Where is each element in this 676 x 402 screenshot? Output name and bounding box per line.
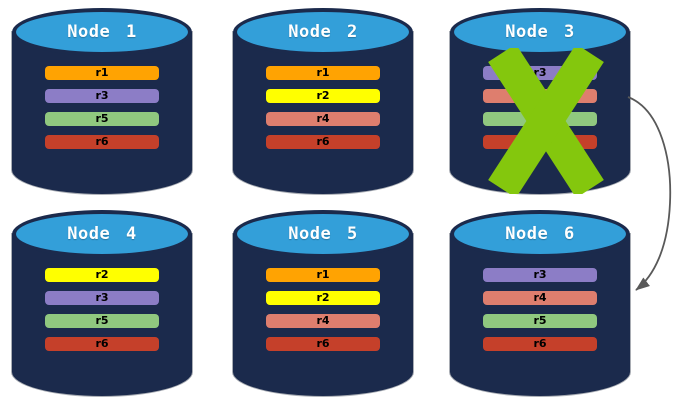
replica-list: r1 r2 r4 r6 [266, 66, 380, 149]
replica-bar: r3 [483, 268, 597, 282]
replica-list: r2 r3 r5 r6 [45, 268, 159, 351]
cylinder-top: Node 4 [12, 210, 192, 258]
replica-bar: r5 [483, 314, 597, 328]
failover-arrow-icon [627, 96, 672, 291]
replica-bar: r4 [266, 112, 380, 126]
replica-bar: r6 [45, 337, 159, 351]
node-4: Node 4 r2 r3 r5 r6 [12, 210, 192, 396]
cylinder-top: Node 3 [450, 8, 630, 56]
replica-bar: r2 [266, 291, 380, 305]
cylinder-top: Node 1 [12, 8, 192, 56]
node-2: Node 2 r1 r2 r4 r6 [233, 8, 413, 194]
node-1: Node 1 r1 r3 r5 r6 [12, 8, 192, 194]
failure-cross-icon [488, 48, 604, 194]
node-title: Node 6 [505, 224, 575, 244]
replica-bar: r5 [45, 112, 159, 126]
replica-bar: r5 [45, 314, 159, 328]
replica-bar: r3 [45, 89, 159, 103]
cylinder-top: Node 6 [450, 210, 630, 258]
node-title: Node 4 [67, 224, 137, 244]
replica-bar: r6 [45, 135, 159, 149]
replica-bar: r2 [266, 89, 380, 103]
node-title: Node 5 [288, 224, 358, 244]
node-title: Node 2 [288, 22, 358, 42]
replica-bar: r1 [266, 66, 380, 80]
node-title: Node 3 [505, 22, 575, 42]
replica-bar: r6 [266, 337, 380, 351]
node-5: Node 5 r1 r2 r4 r6 [233, 210, 413, 396]
node-6: Node 6 r3 r4 r5 r6 [450, 210, 630, 396]
replica-bar: r4 [483, 291, 597, 305]
replica-bar: r6 [266, 135, 380, 149]
replica-bar: r2 [45, 268, 159, 282]
replica-list: r1 r3 r5 r6 [45, 66, 159, 149]
replica-bar: r1 [45, 66, 159, 80]
replica-list: r3 r4 r5 r6 [483, 268, 597, 351]
node-3: Node 3 r3 r4 r5 r6 [450, 8, 630, 194]
replica-bar: r1 [266, 268, 380, 282]
cylinder-top: Node 5 [233, 210, 413, 258]
replica-bar: r6 [483, 337, 597, 351]
node-title: Node 1 [67, 22, 137, 42]
cylinder-top: Node 2 [233, 8, 413, 56]
replica-bar: r3 [45, 291, 159, 305]
replica-list: r1 r2 r4 r6 [266, 268, 380, 351]
replica-bar: r4 [266, 314, 380, 328]
